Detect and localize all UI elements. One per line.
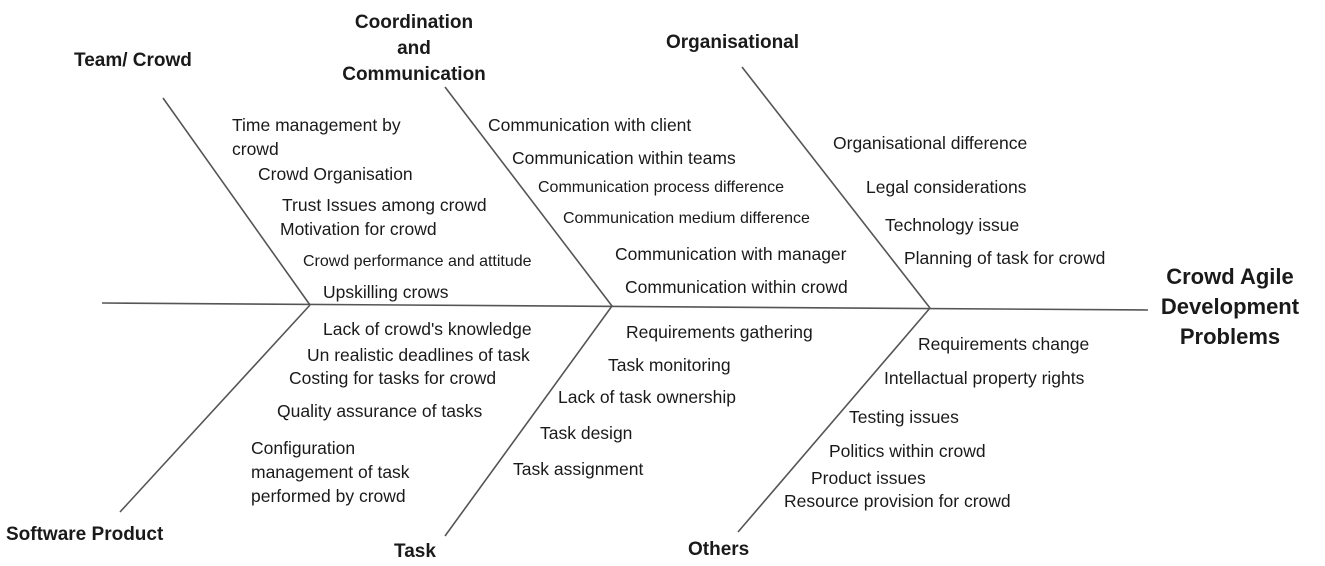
cause-team-5: Crowd performance and attitude	[303, 253, 532, 270]
effect-title-line-1: Crowd Agile	[1166, 264, 1294, 289]
category-coordination-line-3: Communication	[342, 64, 486, 85]
cause-coord-4: Communication medium difference	[563, 210, 810, 227]
cause-software-3: Costing for tasks for crowd	[289, 368, 497, 388]
cause-task-4: Task design	[540, 423, 633, 443]
spine-line	[101, 302, 1149, 311]
cause-others-2: Intellactual property rights	[884, 368, 1085, 388]
effect-title-line-2: Development	[1160, 294, 1300, 319]
category-team-crowd: Team/ Crowd	[74, 50, 192, 71]
bone-coordination	[444, 86, 613, 307]
bone-software-product	[119, 304, 311, 513]
cause-team-6: Upskilling crows	[323, 282, 449, 302]
cause-coord-1: Communication with client	[488, 115, 692, 135]
cause-task-2: Task monitoring	[608, 355, 731, 375]
category-others: Others	[688, 539, 750, 560]
cause-org-2: Legal considerations	[866, 177, 1027, 197]
cause-task-3: Lack of task ownership	[558, 387, 737, 407]
cause-others-4: Politics within crowd	[829, 441, 986, 461]
cause-coord-5: Communication with manager	[615, 244, 847, 264]
cause-team-4: Motivation for crowd	[280, 219, 437, 239]
category-coordination-line-1: Coordination	[354, 12, 474, 33]
cause-org-4: Planning of task for crowd	[904, 248, 1106, 268]
cause-software-4: Quality assurance of tasks	[277, 401, 483, 421]
cause-team-2: Crowd Organisation	[258, 164, 413, 184]
cause-coord-3: Communication process difference	[538, 179, 785, 196]
cause-software-1: Lack of crowd's knowledge	[323, 319, 532, 339]
cause-org-1: Organisational difference	[833, 133, 1028, 153]
effect-title-line-3: Problems	[1179, 324, 1281, 349]
category-coordination-line-2: and	[397, 38, 431, 59]
bone-team-crowd	[162, 97, 311, 306]
bone-task	[444, 305, 613, 537]
cause-others-3: Testing issues	[849, 407, 959, 427]
cause-others-6: Resource provision for crowd	[784, 491, 1011, 511]
effect-title: Crowd Agile Development Problems	[1140, 262, 1320, 352]
cause-team-1: Time management by crowd	[232, 115, 401, 159]
cause-software-5: Configuration management of task perform…	[251, 438, 410, 506]
category-organisational: Organisational	[666, 32, 800, 53]
cause-others-1: Requirements change	[918, 334, 1090, 354]
category-task: Task	[394, 541, 436, 562]
cause-task-1: Requirements gathering	[626, 322, 813, 342]
cause-software-2: Un realistic deadlines of task	[307, 345, 530, 365]
cause-others-5: Product issues	[811, 468, 926, 488]
category-software-product: Software Product	[6, 524, 164, 545]
cause-org-3: Technology issue	[885, 215, 1020, 235]
cause-task-5: Task assignment	[513, 459, 644, 479]
bone-organisational	[741, 66, 931, 309]
category-coordination-communication: Coordination and Communication	[330, 10, 498, 88]
cause-coord-6: Communication within crowd	[625, 277, 848, 297]
cause-team-3: Trust Issues among crowd	[282, 195, 487, 215]
cause-coord-2: Communication within teams	[512, 148, 736, 168]
bone-others	[737, 307, 931, 533]
